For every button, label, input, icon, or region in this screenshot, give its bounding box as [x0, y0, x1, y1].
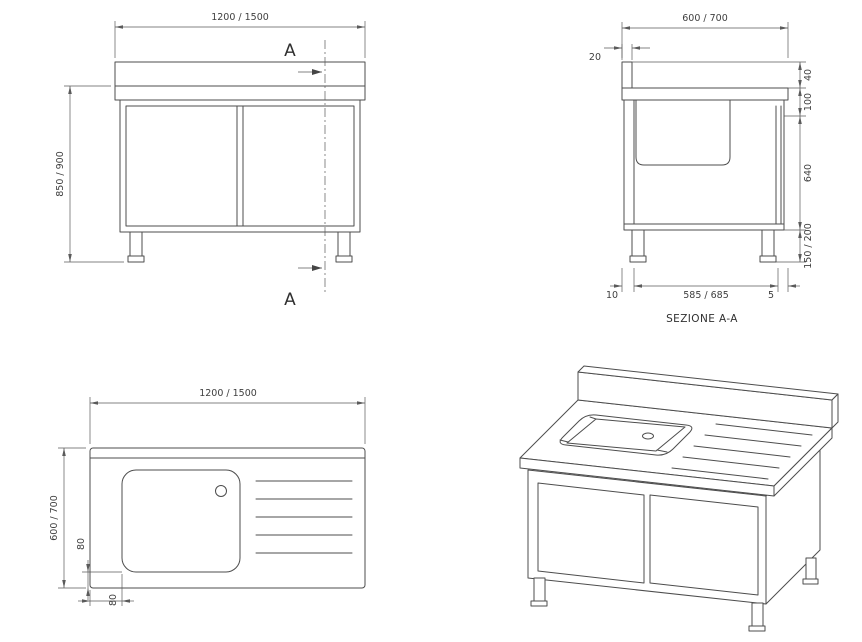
dim-front-gap: 5: [768, 290, 774, 301]
plan-drain-hole: [215, 485, 227, 497]
iso-backsplash-cap: [831, 393, 839, 429]
section-cabinet-outline: [621, 61, 789, 263]
section-view: 600 / 700 20 40 100 640 150 / 200: [589, 13, 814, 325]
section-view-title: SEZIONE A-A: [666, 313, 738, 325]
section-letter-bottom: A: [284, 290, 296, 310]
front-dimensions: 1200 / 1500 850 / 900: [55, 12, 366, 263]
dim-plan-width: 1200 / 1500: [199, 388, 257, 399]
dim-section-depth: 600 / 700: [682, 13, 728, 24]
dim-splash-height: 40: [803, 69, 814, 81]
section-basin: [635, 99, 731, 166]
plan-worktop: [89, 447, 366, 589]
section-back-foot: [631, 229, 645, 257]
iso-drain-hole: [642, 432, 654, 440]
iso-sliding-doors: [537, 482, 759, 596]
front-cabinet-outline: [114, 61, 366, 263]
dim-leg-height: 150 / 200: [803, 223, 814, 269]
section-worktop: [621, 87, 789, 101]
plan-dimensions: 1200 / 1500 600 / 700 80 80: [49, 388, 366, 606]
dim-body-height: 640: [803, 164, 814, 182]
plan-view: 1200 / 1500 600 / 700 80 80: [49, 388, 366, 606]
dim-plan-depth: 600 / 700: [49, 495, 60, 541]
dim-worktop-height: 100: [803, 93, 814, 111]
dim-front-height: 850 / 900: [55, 151, 66, 197]
plan-drainboard-grooves: [255, 480, 353, 554]
section-letter-top: A: [284, 41, 296, 61]
iso-feet: [530, 557, 819, 632]
section-dimensions: 600 / 700 20 40 100 640 150 / 200: [589, 13, 814, 301]
iso-worktop-right-edge: [773, 427, 833, 497]
dim-top-offset: 20: [589, 52, 601, 63]
section-backsplash: [621, 61, 633, 89]
front-left-foot: [129, 231, 143, 257]
dim-basin-offset-x: 80: [108, 594, 119, 606]
iso-body-front: [527, 469, 767, 605]
dim-basin-offset-y: 80: [76, 538, 87, 550]
dim-front-width: 1200 / 1500: [211, 12, 269, 23]
section-front-foot: [761, 229, 775, 257]
section-cut-line: A A: [284, 40, 326, 310]
dim-back-gap: 10: [606, 290, 618, 301]
front-cabinet-body: [119, 99, 361, 233]
isometric-view: [519, 365, 839, 632]
front-elevation-view: 1200 / 1500 850 / 900 A A: [55, 12, 366, 310]
iso-door-right: [649, 494, 759, 596]
plan-outline: [89, 447, 366, 589]
iso-basin: [559, 414, 693, 456]
iso-drainboard-grooves: [671, 423, 813, 480]
iso-door-left: [537, 482, 645, 584]
plan-basin: [121, 469, 241, 573]
dim-inner-depth: 585 / 685: [683, 290, 729, 301]
front-right-foot: [337, 231, 351, 257]
front-worktop-backsplash: [114, 61, 366, 101]
